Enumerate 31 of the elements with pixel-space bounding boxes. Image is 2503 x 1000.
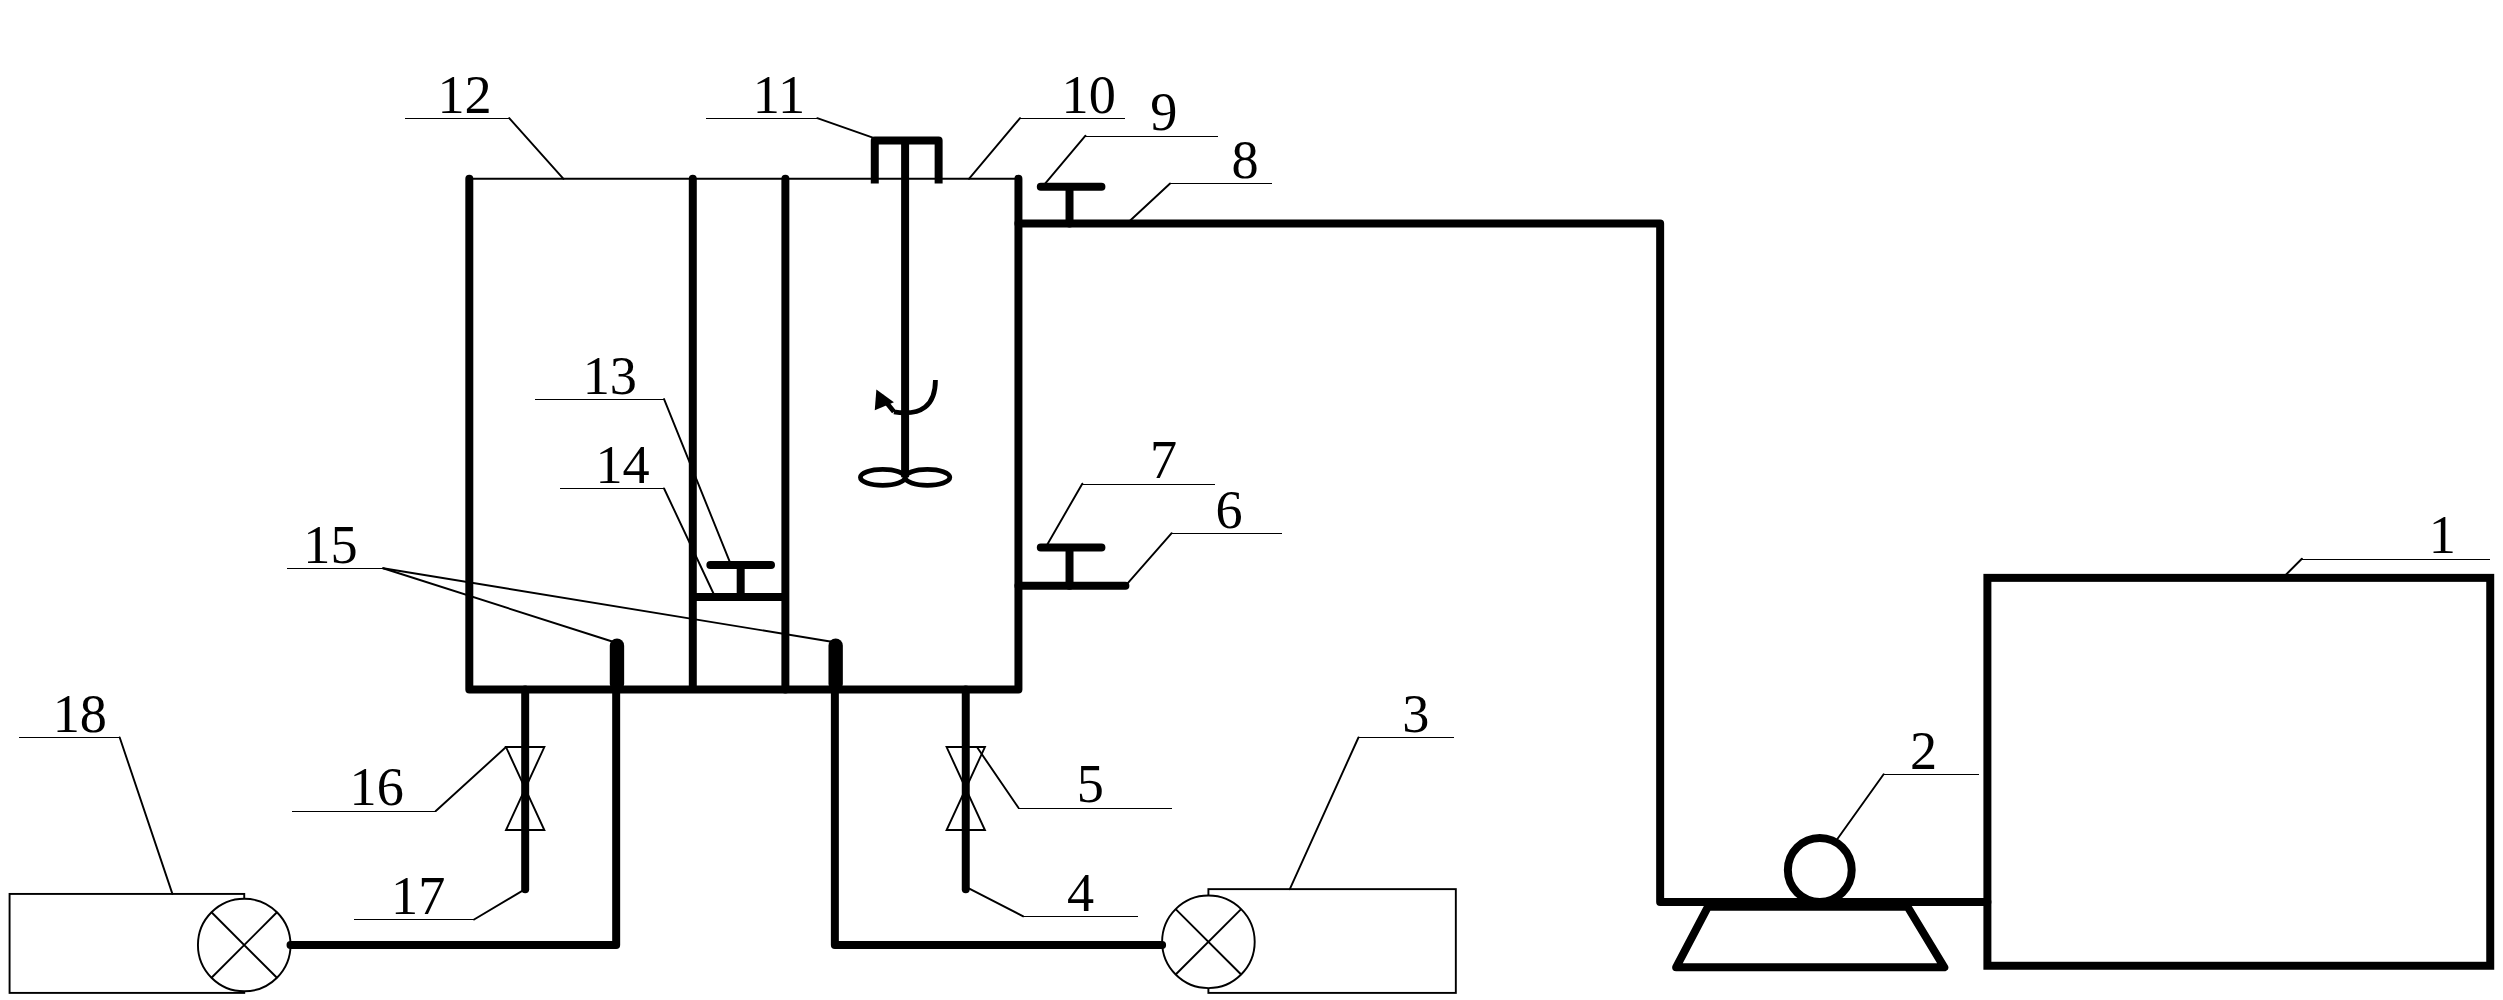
leader-line (382, 567, 833, 643)
callout-number: 11 (705, 72, 818, 119)
valve-symbol (945, 746, 987, 832)
leader-line (434, 746, 507, 812)
valve-symbol (1036, 182, 1106, 228)
callout-number: 8 (1170, 138, 1273, 185)
blower-drawing (1161, 888, 1457, 994)
tank-chamber (781, 174, 1023, 694)
leader-line (1288, 736, 1360, 891)
leader-line (968, 117, 1021, 180)
pipe (521, 685, 530, 894)
callout-number: 18 (19, 692, 120, 739)
callout-number: 16 (292, 765, 436, 812)
pump-drawing (1672, 834, 1949, 972)
leader-line (1834, 773, 1885, 843)
callout-number: 10 (1020, 72, 1126, 119)
leader-line (1124, 532, 1173, 587)
valve-symbol (504, 746, 546, 832)
callout-number: 1 (2301, 513, 2491, 560)
leader-line (118, 736, 174, 895)
blower-drawing (8, 892, 292, 994)
leader-line (382, 567, 614, 643)
callout-number: 12 (405, 72, 510, 119)
tank-box (1983, 573, 2495, 970)
leader-line (966, 886, 1025, 918)
stirrer-drawing (858, 136, 953, 488)
callout-number: 15 (287, 522, 384, 570)
callout-number: 4 (1023, 870, 1139, 918)
callout-number: 17 (354, 873, 475, 921)
leader-line (508, 117, 565, 180)
leader-line (976, 746, 1020, 809)
